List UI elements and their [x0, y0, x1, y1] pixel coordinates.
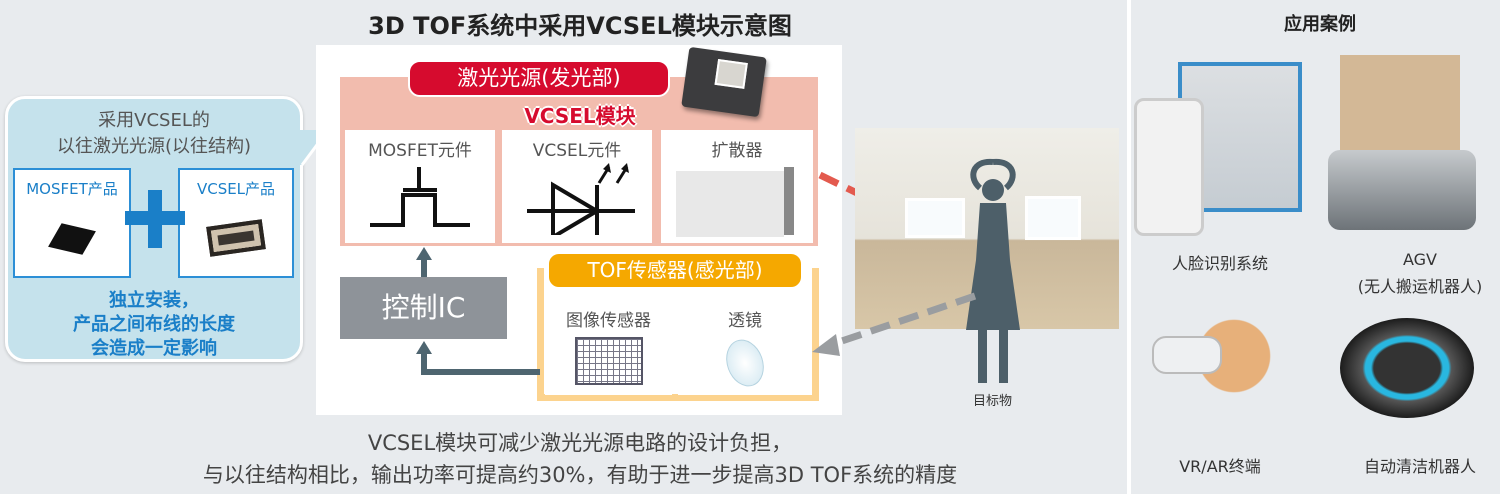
arrow-sensor-to-ic [421, 352, 540, 375]
divider [1127, 0, 1131, 494]
vr-ar-image [1150, 300, 1290, 440]
vcsel-module-label: VCSEL模块 [524, 104, 636, 128]
sensor-label: TOF传感器(感光部) [547, 252, 803, 289]
image-sensor-grid-icon [574, 337, 643, 385]
summary-line-1: VCSEL模块可减少激光光源电路的设计负担， [367, 431, 793, 455]
app-agv-sub: (无人搬运机器人) [1357, 277, 1483, 296]
reflected-light-arrow [828, 292, 977, 349]
app-agv: AGV [1402, 250, 1437, 269]
laser-diode-icon [527, 163, 635, 241]
vcsel-element-cell: VCSEL元件 [502, 130, 652, 243]
agv-image [1340, 55, 1460, 155]
app-robot-vacuum: 自动清洁机器人 [1363, 457, 1476, 476]
diagram-title: 3D TOF系统中采用VCSEL模块示意图 [368, 12, 792, 40]
diffuser-label: 扩散器 [711, 141, 763, 161]
callout-title-2: 以往激光光源(以往结构) [56, 136, 252, 157]
target-label: 目标物 [973, 394, 1013, 409]
vcsel-product-label: VCSEL产品 [196, 180, 276, 198]
callout-note-3: 会造成一定影响 [91, 338, 217, 359]
app-face-recognition: 人脸识别系统 [1171, 254, 1268, 273]
control-ic-block: 控制IC [340, 277, 507, 339]
diffuser-image [676, 167, 794, 237]
mosfet-product-box: MOSFET产品 [13, 168, 131, 278]
mosfet-symbol-icon [370, 167, 470, 227]
lens-cell: 透镜 [678, 300, 812, 395]
vcsel-product-box: VCSEL产品 [178, 168, 294, 278]
callout-note-1: 独立安装， [109, 290, 199, 311]
emitter-label: 激光光源(发光部) [408, 60, 670, 97]
mosfet-element-label: MOSFET元件 [368, 141, 472, 161]
applications-title: 应用案例 [1284, 14, 1356, 35]
diffuser-cell: 扩散器 [661, 130, 813, 243]
mosfet-element-cell: MOSFET元件 [345, 130, 495, 243]
sensor-block [537, 268, 819, 401]
summary-line-2: 与以往结构相比，输出功率可提高约30%，有助于进一步提高3D TOF系统的精度 [202, 463, 958, 487]
vcsel-element-label: VCSEL元件 [532, 141, 622, 161]
callout-title-1: 采用VCSEL的 [98, 110, 210, 131]
image-sensor-label: 图像传感器 [566, 311, 651, 331]
target-person-silhouette [966, 158, 1020, 383]
mosfet-product-label: MOSFET产品 [26, 180, 118, 198]
app-vr-ar: VR/AR终端 [1179, 457, 1261, 476]
lens-label: 透镜 [728, 311, 762, 331]
robot-vacuum-image [1340, 318, 1474, 418]
callout-note-2: 产品之间布线的长度 [73, 314, 235, 335]
image-sensor-cell: 图像传感器 [545, 300, 672, 395]
